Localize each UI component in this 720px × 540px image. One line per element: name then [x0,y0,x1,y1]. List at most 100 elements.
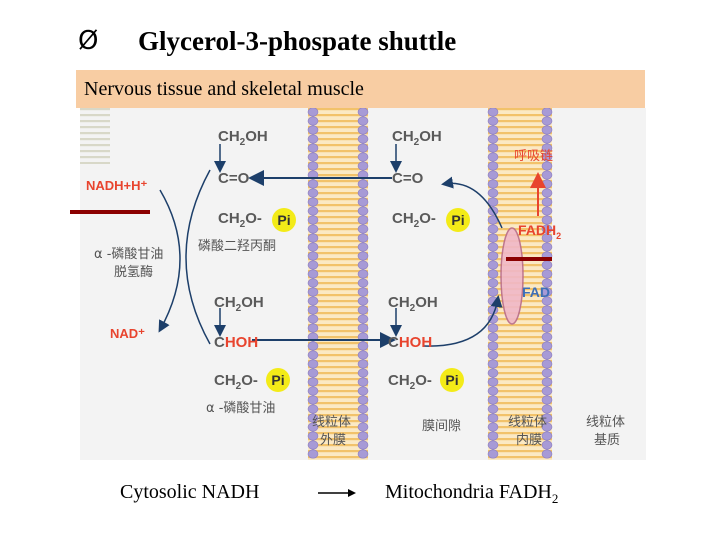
subtitle-text: Nervous tissue and skeletal muscle [84,78,364,100]
membrane-bead [357,233,369,243]
pi-badge-cyto-bottom: Pi [266,368,290,392]
membrane-bead [357,206,369,216]
membrane-bead [357,152,369,162]
membrane-bead [307,269,319,279]
membrane-bead [307,386,319,396]
membrane-bead [357,413,369,423]
membrane-bead [307,278,319,288]
arrow-nadh-curve [158,189,181,333]
membrane-bead [357,215,369,225]
membrane-bead [357,377,369,387]
membrane-bead [487,125,499,135]
membrane-bead [487,278,499,288]
membrane-bead [307,359,319,369]
membrane-bead [487,170,499,180]
inner-membrane-label-line1: 线粒体 [508,415,548,430]
membrane-bead [541,323,553,333]
membrane-bead [357,368,369,378]
membrane-bead [541,341,553,351]
pi-badge-ims-bottom: Pi [440,368,464,392]
membrane-bead [541,206,553,216]
caption-left: Cytosolic NADH [120,481,260,503]
membrane-bead [541,386,553,396]
arrow-fad-to-co [441,176,503,229]
membrane-bead [357,188,369,198]
inner-membrane-label-line2: 内膜 [516,433,543,448]
membrane-bead [357,143,369,153]
marker-bar-right [506,257,552,261]
diagram-graphics [80,108,553,460]
membrane-bead [487,152,499,162]
membrane-bead [357,287,369,297]
membrane-bead [307,134,319,144]
membrane-bead [307,242,319,252]
arrow-to-fad [423,295,503,347]
membrane-bead [487,350,499,360]
membrane-bead [357,431,369,441]
ims-co: C=O [392,170,424,187]
membrane-bead [541,449,553,459]
membrane-bead [487,431,499,441]
membrane-bead [357,116,369,126]
membrane-bead [357,251,369,261]
membrane-bead [541,215,553,225]
membrane-bead [307,431,319,441]
membrane-bead [307,108,319,117]
membrane-bead [541,134,553,144]
membrane-bead [357,422,369,432]
membrane-bead [541,233,553,243]
membrane-bead [357,242,369,252]
membrane-bead [541,242,553,252]
membrane-bead [541,305,553,315]
cyto-co: C=O [218,170,250,187]
caption-arrow [318,489,356,497]
membrane-bead [487,269,499,279]
fad-label: FAD [522,284,550,300]
membrane-bead [487,188,499,198]
membrane-bead [307,287,319,297]
membrane-bead [541,260,553,270]
matrix-label-line1: 线粒体 [586,415,626,430]
ims-ch2o-top: CH2O- [392,210,436,230]
matrix-label-line2: 基质 [594,433,621,448]
membrane-bead [487,134,499,144]
membrane-bead [357,305,369,315]
nadh-label: NADH+H⁺ [86,178,148,193]
outer-membrane [307,108,369,460]
inner-membrane [487,108,553,460]
membrane-bead [357,269,369,279]
subtitle-banner: Nervous tissue and skeletal muscle [76,70,645,108]
membrane-bead [357,134,369,144]
membrane-bead [487,116,499,126]
marker-bar-left [70,210,150,214]
membrane-bead [541,395,553,405]
membrane-bead [307,314,319,324]
membrane-bead [541,314,553,324]
membrane-bead [541,116,553,126]
membrane-bead [307,296,319,306]
membrane-bead [307,197,319,207]
membrane-bead [541,332,553,342]
membrane-bead [307,440,319,450]
cyto-ch2oh-bottom: CH2OH [214,294,264,314]
membrane-bead [541,152,553,162]
membrane-bead [541,350,553,360]
membrane-bead [307,377,319,387]
membrane-bead [357,125,369,135]
membrane-bead [541,287,553,297]
membrane-bead [487,179,499,189]
membrane-bead [357,395,369,405]
membrane-bead [487,251,499,261]
membrane-bead [541,188,553,198]
membrane-bead [487,413,499,423]
membrane-bead [487,323,499,333]
membrane-bead [307,368,319,378]
membrane-bead [357,323,369,333]
pi-badge-cyto-top: Pi [272,208,296,232]
fadh2-label: FADH2 [518,222,562,241]
title-bullet: Ø [78,26,99,56]
ims-ch2oh-top: CH2OH [392,128,442,148]
membrane-bead [357,341,369,351]
outer-membrane-label-line1: 线粒体 [312,415,352,430]
shuttle-diagram: CH2OH C=O CH2O- Pi 磷酸二羟丙酮 CH2OH CHOH CH2… [80,108,646,460]
